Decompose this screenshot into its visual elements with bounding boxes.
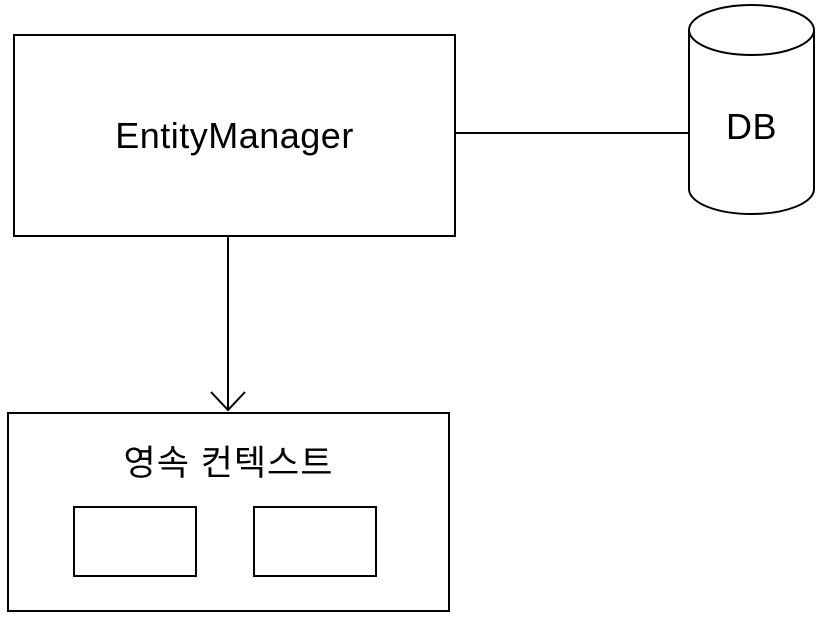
entity-manager-label: EntityManager	[115, 114, 354, 156]
arrowhead-icon	[210, 391, 246, 412]
db-label: DB	[725, 106, 777, 147]
persistence-context-box: 영속 컨텍스트	[7, 412, 450, 612]
entity-manager-box: EntityManager	[13, 34, 456, 237]
entity-slot-left	[73, 506, 197, 577]
entity-slot-right	[253, 506, 377, 577]
db-cylinder-top	[688, 4, 815, 56]
persistence-context-label: 영속 컨텍스트	[123, 444, 334, 483]
